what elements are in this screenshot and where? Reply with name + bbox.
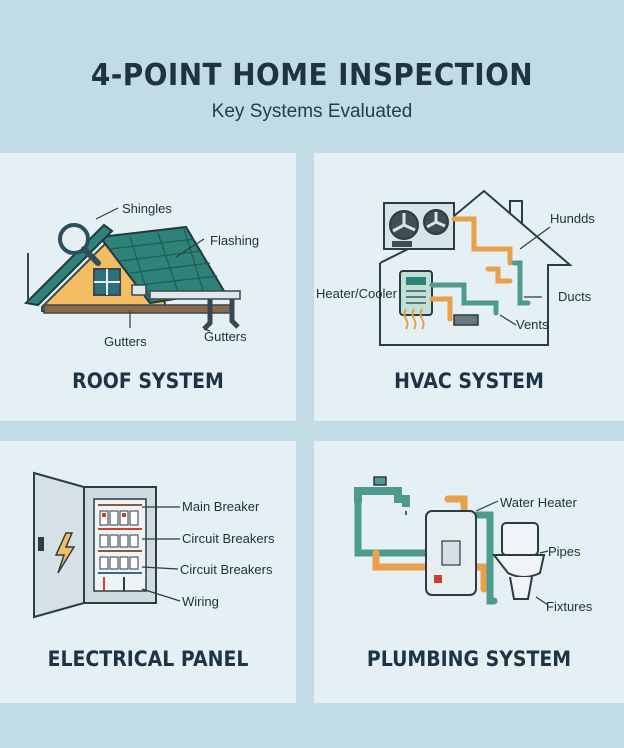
plumbing-label-pipes: Pipes: [548, 544, 581, 559]
roof-label-gutters-left: Gutters: [104, 334, 147, 349]
roof-label-shingles: Shingles: [122, 201, 172, 216]
page-title: 4-POINT HOME INSPECTION: [90, 58, 534, 93]
toilet-icon: [491, 522, 546, 600]
electrical-label-wiring: Wiring: [182, 594, 219, 609]
roof-label-flashing: Flashing: [210, 233, 260, 248]
roof-title: ROOF SYSTEM: [72, 369, 224, 393]
electrical-title: ELECTRICAL PANEL: [47, 647, 249, 671]
plumbing-panel: Water Heater Pipes Fixtures PLUMBING SYS…: [314, 441, 624, 703]
lightning-icon: [54, 532, 76, 574]
hvac-title: HVAC SYSTEM: [394, 369, 544, 393]
hvac-panel: Hundds Heater/Cooler Ducts Vents HVAC SY…: [314, 153, 624, 421]
plumbing-illustration: [354, 476, 549, 606]
fan-icon: [389, 209, 449, 240]
electrical-label-main-breaker: Main Breaker: [182, 499, 260, 514]
electrical-label-circuit-breakers-2: Circuit Breakers: [180, 562, 273, 577]
roof-panel: Shingles Flashing Gutters Gutters ROOF S…: [0, 153, 296, 421]
faucet-icon: [354, 476, 410, 515]
electrical-panel: Main Breaker Circuit Breakers Circuit Br…: [0, 441, 296, 703]
magnifier-icon: [58, 223, 101, 266]
hvac-label-vents: Vents: [516, 317, 549, 332]
hvac-label-heater-cooler: Heater/Cooler: [316, 286, 397, 301]
plumbing-label-fixtures: Fixtures: [546, 599, 593, 614]
plumbing-title: PLUMBING SYSTEM: [366, 647, 572, 671]
roof-illustration: [23, 207, 241, 332]
electrical-illustration: [33, 471, 181, 619]
hvac-label-ducts: Ducts: [558, 289, 592, 304]
electrical-label-circuit-breakers-1: Circuit Breakers: [182, 531, 275, 546]
hvac-illustration: [379, 189, 573, 346]
hvac-label-hundds: Hundds: [550, 211, 595, 226]
page-subtitle: Key Systems Evaluated: [211, 101, 413, 122]
heat-waves-icon: [403, 308, 425, 330]
roof-label-gutters-right: Gutters: [204, 329, 247, 344]
plumbing-label-water-heater: Water Heater: [500, 495, 577, 510]
